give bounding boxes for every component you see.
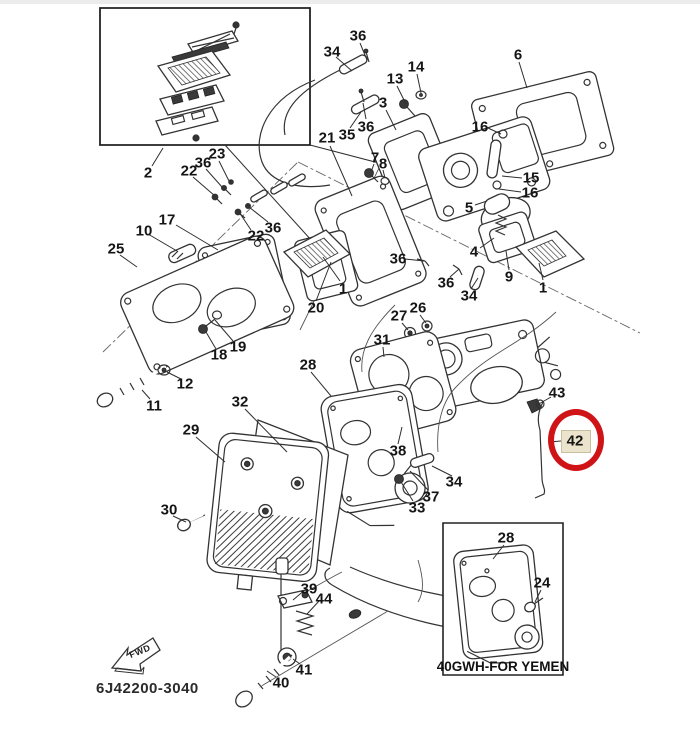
part-label-28[interactable]: 28: [299, 356, 317, 374]
part-link-rod-42: [527, 399, 545, 498]
part-label-44[interactable]: 44: [315, 590, 333, 608]
part-label-30[interactable]: 30: [160, 501, 178, 519]
part-label-1[interactable]: 1: [338, 280, 348, 298]
part-label-34[interactable]: 34: [323, 43, 341, 61]
part-label-42-highlighted[interactable]: 42: [566, 432, 584, 450]
part-label-36[interactable]: 36: [357, 118, 375, 136]
part-label-18[interactable]: 18: [210, 346, 228, 364]
part-bolt-18-washer-19: [199, 311, 222, 334]
inset-caption: 40GWH-FOR YEMEN: [437, 659, 570, 674]
part-label-20[interactable]: 20: [307, 299, 325, 317]
part-label-43[interactable]: 43: [548, 384, 566, 402]
part-label-13[interactable]: 13: [386, 70, 404, 88]
part-washer-12: [158, 365, 170, 375]
part-clip-33-pin-37: [395, 452, 435, 483]
page-top-edge: [0, 0, 700, 4]
part-bolt-30: [176, 515, 205, 533]
part-label-22[interactable]: 22: [180, 162, 198, 180]
part-tube-15: [486, 130, 507, 189]
part-label-34[interactable]: 34: [460, 287, 478, 305]
part-bolt-24: [523, 598, 543, 614]
part-spring-44: [296, 611, 313, 635]
part-label-14[interactable]: 14: [407, 58, 425, 76]
part-label-11[interactable]: 11: [146, 397, 162, 415]
part-label-16[interactable]: 16: [521, 184, 539, 202]
part-gasket-25: [117, 233, 297, 378]
inset-box-reed-valve: [100, 8, 398, 252]
part-label-27[interactable]: 27: [390, 307, 408, 325]
part-label-19[interactable]: 19: [229, 338, 247, 356]
part-stud-10: [167, 243, 197, 264]
part-screws-22-23-36: [212, 173, 306, 218]
part-label-38[interactable]: 38: [389, 442, 407, 460]
part-bolt-11: [95, 366, 168, 409]
part-label-39[interactable]: 39: [300, 580, 318, 598]
part-label-9[interactable]: 9: [504, 268, 514, 286]
part-label-15[interactable]: 15: [522, 169, 540, 187]
part-pins-34-35: [338, 49, 381, 115]
part-lever-39: [276, 558, 342, 652]
part-label-12[interactable]: 12: [176, 375, 194, 393]
part-label-29[interactable]: 29: [182, 421, 200, 439]
part-label-33[interactable]: 33: [408, 499, 426, 517]
part-label-36[interactable]: 36: [349, 27, 367, 45]
hoses-lower: [362, 305, 556, 452]
part-label-26[interactable]: 26: [409, 299, 427, 317]
part-screw-13-washer-14: [400, 91, 427, 116]
part-label-36[interactable]: 36: [389, 250, 407, 268]
part-reed-valve-right-1: [516, 231, 584, 277]
part-label-25[interactable]: 25: [107, 240, 125, 258]
part-label-32[interactable]: 32: [231, 393, 249, 411]
part-label-40[interactable]: 40: [272, 674, 290, 692]
highlight-ring: [548, 409, 604, 471]
part-label-16[interactable]: 16: [471, 118, 489, 136]
part-label-3[interactable]: 3: [378, 94, 388, 112]
part-reed-valve-left-1: [284, 230, 350, 277]
part-label-36[interactable]: 36: [264, 219, 282, 237]
part-label-4[interactable]: 4: [469, 243, 479, 261]
part-label-2[interactable]: 2: [143, 164, 153, 182]
part-label-5[interactable]: 5: [464, 199, 474, 217]
part-label-35[interactable]: 35: [338, 126, 356, 144]
part-label-37[interactable]: 37: [422, 488, 440, 506]
part-airbox-29: [204, 432, 329, 597]
part-bolt-40: [233, 611, 388, 710]
diagram-code: 6J42200-3040: [96, 680, 199, 697]
part-label-36[interactable]: 36: [437, 274, 455, 292]
part-label-28[interactable]: 28: [497, 529, 515, 547]
part-label-24[interactable]: 24: [533, 574, 551, 592]
part-label-36[interactable]: 36: [194, 154, 212, 172]
part-label-17[interactable]: 17: [158, 211, 176, 229]
part-label-21[interactable]: 21: [318, 129, 336, 147]
inset-box-yemen: 40GWH-FOR YEMEN: [437, 523, 570, 675]
part-label-34[interactable]: 34: [445, 473, 463, 491]
part-label-8[interactable]: 8: [378, 155, 388, 173]
part-label-10[interactable]: 10: [135, 222, 153, 240]
part-label-6[interactable]: 6: [513, 46, 523, 64]
part-label-7[interactable]: 7: [370, 149, 380, 167]
part-label-31[interactable]: 31: [373, 331, 391, 349]
part-label-23[interactable]: 23: [208, 145, 226, 163]
part-label-41[interactable]: 41: [295, 661, 313, 679]
part-label-1[interactable]: 1: [538, 279, 548, 297]
part-label-22[interactable]: 22: [247, 227, 265, 245]
part-thermostat-5: [482, 191, 512, 235]
